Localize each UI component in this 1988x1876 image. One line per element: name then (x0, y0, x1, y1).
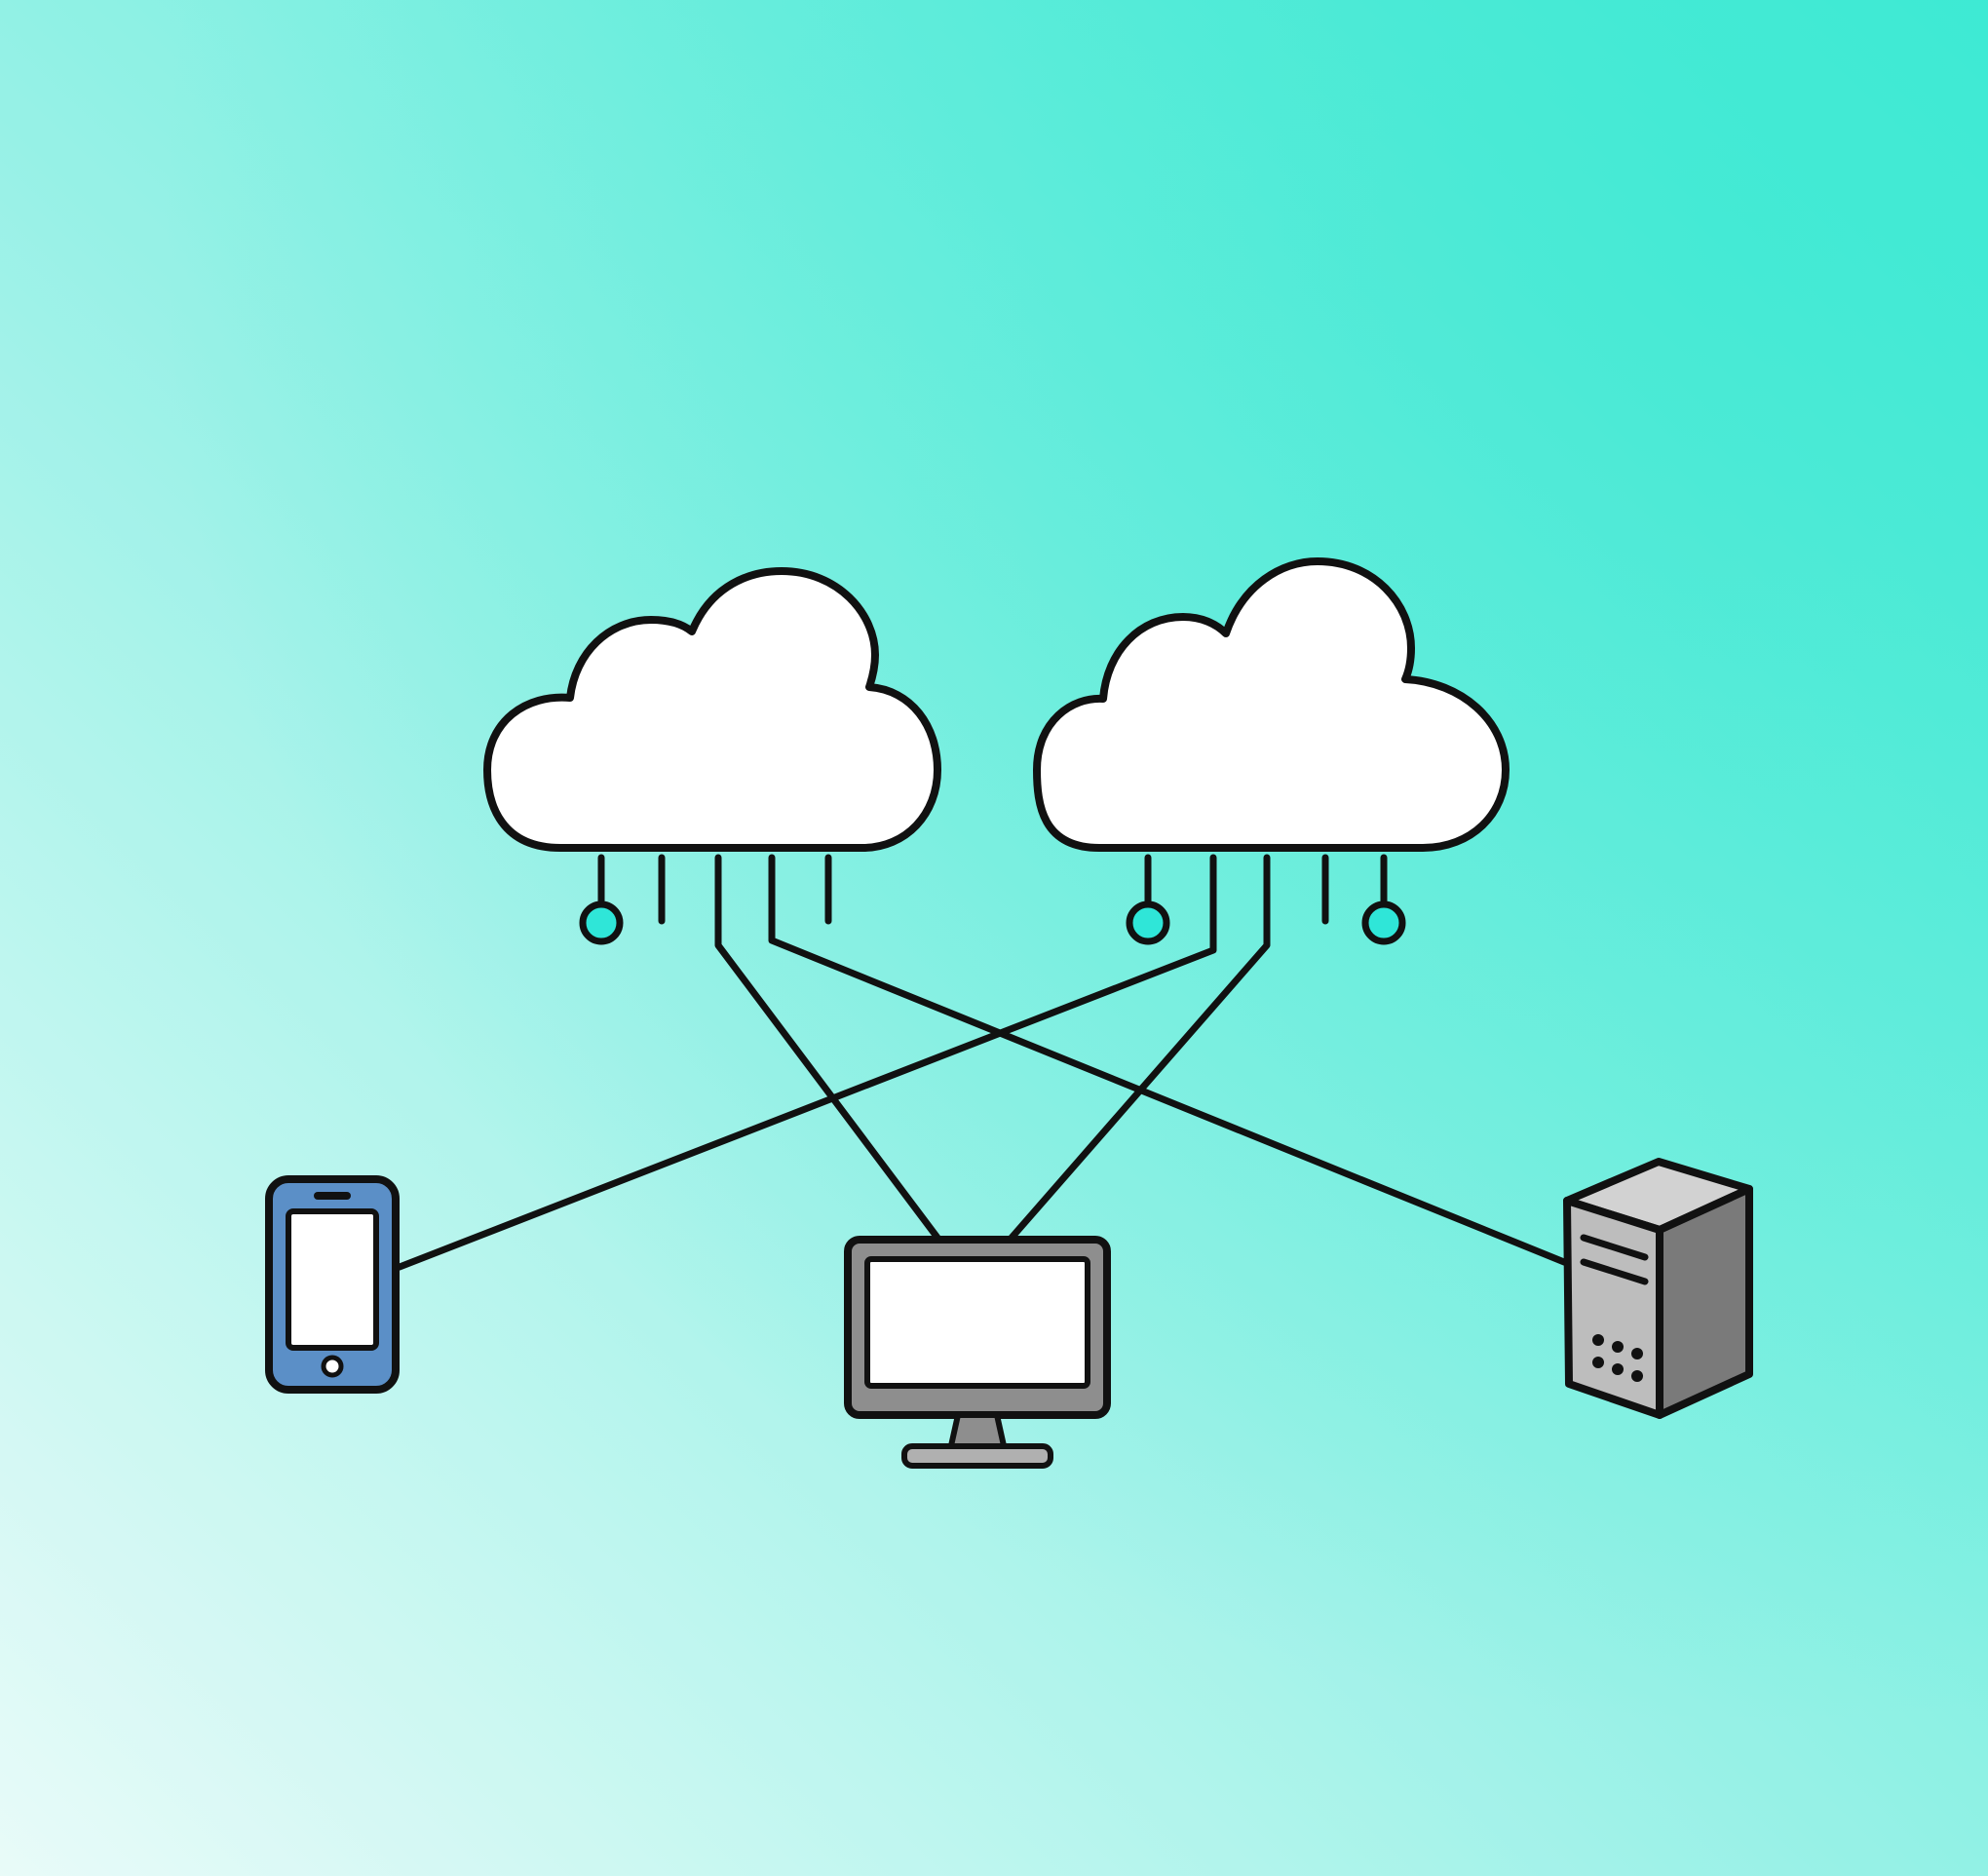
server (1563, 1158, 1753, 1419)
edge-cloud-right-phone (396, 854, 1217, 1271)
cloud-icon (1033, 557, 1510, 852)
desktop (844, 1236, 1111, 1469)
edge-cloud-right-desktop (1008, 854, 1271, 1242)
cloud-right-ports (1144, 854, 1388, 925)
port-node-icon (1126, 900, 1170, 945)
smartphone-icon (265, 1175, 400, 1394)
port-node-icon (1361, 900, 1406, 945)
server-tower-icon (1563, 1158, 1753, 1419)
cloud-left-ports (597, 854, 832, 925)
edge-cloud-left-server (768, 854, 1568, 1266)
edge-cloud-left-desktop (714, 854, 941, 1242)
phone (265, 1175, 400, 1394)
cloud-icon (483, 567, 941, 852)
monitor-icon (844, 1236, 1111, 1469)
connection-lines (396, 854, 1568, 1271)
cloud-left (483, 567, 941, 945)
cloud-right (1033, 557, 1510, 945)
port-node-icon (579, 900, 624, 945)
